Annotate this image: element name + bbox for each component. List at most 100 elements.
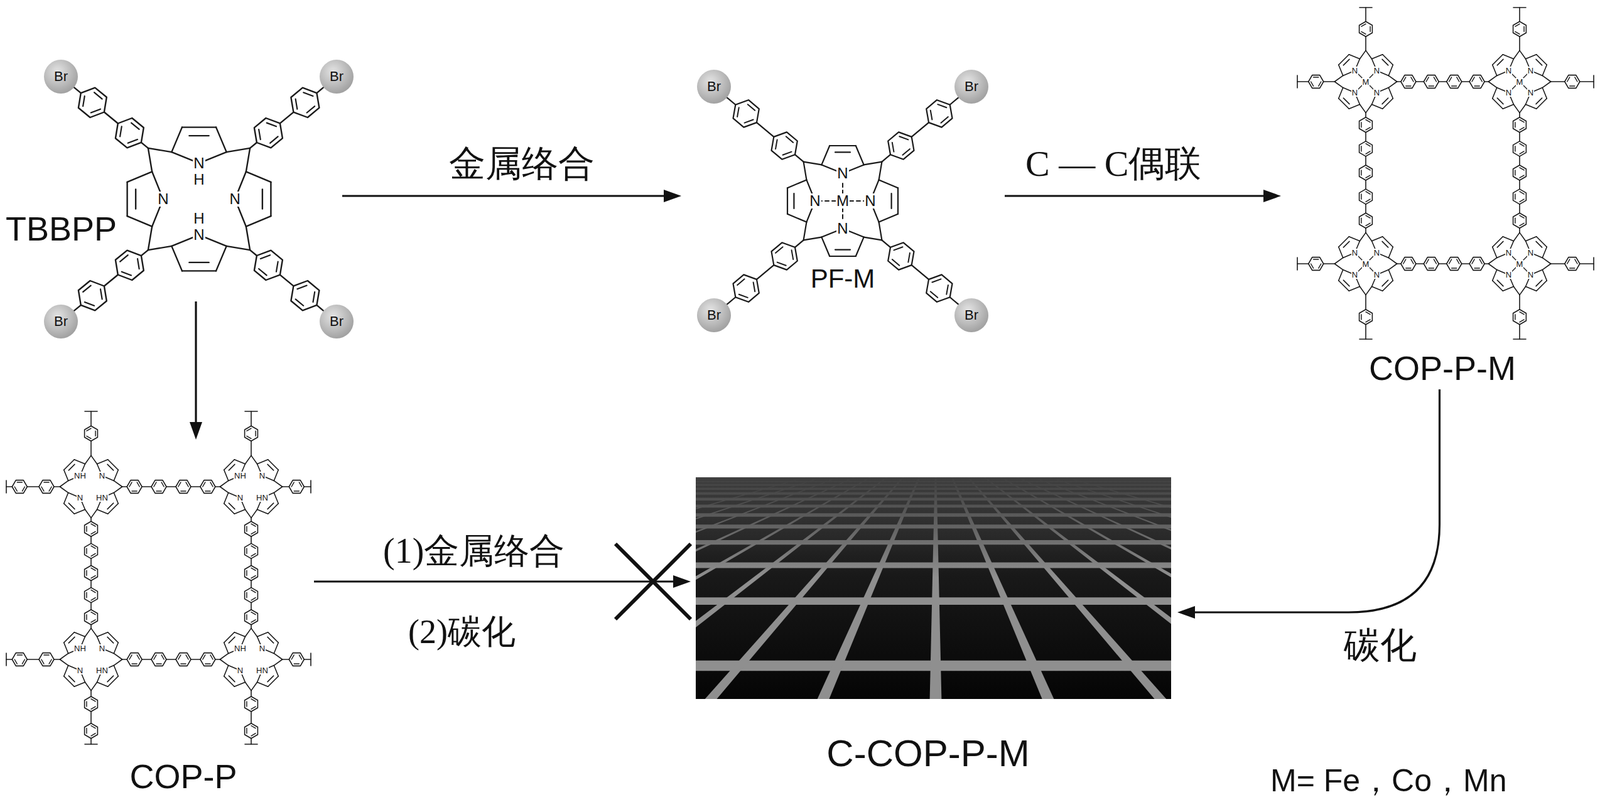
double-bond [747, 104, 755, 111]
bond-line [803, 162, 822, 166]
atom-symbol: H [192, 210, 205, 227]
bond-line [1536, 280, 1548, 292]
atom-symbol: N [1527, 88, 1535, 97]
bond-line [141, 249, 149, 256]
double-bond [312, 291, 315, 303]
phenyl-ring [1359, 141, 1373, 157]
bond-line [250, 580, 252, 588]
bond-line [890, 193, 892, 209]
bond-line [64, 469, 69, 481]
double-bond [1365, 215, 1371, 218]
bond-line [1416, 263, 1424, 265]
double-bond [783, 151, 792, 156]
phenyl-ring [244, 609, 259, 625]
double-bond [1569, 267, 1575, 269]
bromine-ball [319, 59, 354, 94]
bond-line [829, 145, 856, 147]
bond-line [224, 469, 229, 481]
double-bond [307, 106, 316, 113]
double-bond [1519, 191, 1525, 195]
bond-line [1382, 280, 1389, 287]
bond-line [224, 665, 229, 677]
bond-line [268, 503, 279, 515]
atom-symbol: N [1351, 248, 1359, 257]
bond-line [821, 237, 830, 257]
atom-symbol: M [835, 193, 850, 209]
phenyl-ring [1564, 75, 1580, 89]
bond-line [113, 492, 119, 504]
atom-symbol: N [1373, 248, 1381, 257]
phenyl-ring [290, 87, 319, 118]
double-bond [180, 663, 186, 664]
bond-line [141, 658, 152, 660]
bond-line [1365, 50, 1373, 59]
bond-line [1535, 59, 1543, 66]
bond-line [1518, 7, 1521, 22]
double-bond [946, 285, 949, 295]
bond-line [1536, 98, 1548, 110]
bond-line [113, 469, 119, 481]
phenyl-ring [733, 99, 760, 127]
bond-line [1542, 257, 1551, 264]
chain-end-mark [310, 480, 312, 493]
bond-line [267, 636, 274, 644]
atom-symbol: HN [95, 493, 109, 502]
double-bond [91, 567, 96, 571]
phenyl-ring [200, 480, 216, 494]
double-bond [86, 728, 87, 734]
bond-line [727, 297, 736, 304]
bond-line [148, 226, 152, 250]
bond-line [316, 87, 324, 93]
bond-line [1334, 81, 1343, 88]
bond-line [224, 676, 235, 687]
bond-line [1365, 227, 1367, 233]
structure-name: PF-M [810, 263, 876, 294]
bond-line [787, 214, 807, 223]
double-bond [930, 110, 933, 120]
bond-line [1343, 97, 1350, 105]
atom-symbol: M [1362, 77, 1371, 87]
atom-symbol: N [156, 191, 169, 207]
bond-line [303, 486, 311, 488]
chain-end-mark [1296, 75, 1298, 88]
double-bond [1365, 175, 1371, 178]
reaction-arrow [1177, 389, 1440, 619]
double-bond [91, 589, 96, 593]
bond-line [108, 632, 119, 644]
bond-line [148, 246, 172, 250]
double-bond [254, 430, 256, 436]
double-bond [1365, 319, 1371, 323]
bond-line [1497, 280, 1504, 287]
chain-end-mark [1513, 6, 1526, 9]
bond-line [1492, 87, 1498, 99]
double-bond [291, 482, 294, 487]
bond-line [190, 658, 201, 660]
bond-line [1338, 87, 1344, 99]
bond-line [1502, 54, 1514, 60]
bond-line [1388, 270, 1393, 281]
double-bond [94, 92, 103, 99]
bond-line [216, 127, 227, 153]
bond-line [282, 658, 290, 660]
bond-line [786, 187, 789, 215]
double-bond [1519, 151, 1525, 154]
bond-line [108, 503, 119, 515]
double-bond [246, 592, 247, 598]
atom-symbol: N [236, 493, 244, 502]
chain-end-mark [244, 743, 258, 745]
bond-line [267, 502, 274, 510]
double-bond [131, 663, 137, 664]
bond-line [68, 464, 75, 471]
bond-line [250, 738, 252, 745]
chain-end-mark [1296, 257, 1298, 271]
note-text: (2)碳化 [408, 612, 516, 652]
atom-symbol: N [1505, 66, 1513, 75]
bond-line [54, 658, 60, 660]
phenyl-ring [1308, 75, 1324, 89]
double-bond [131, 490, 137, 492]
bond-line [1372, 54, 1383, 60]
bond-line [1438, 81, 1447, 83]
bond-line [113, 653, 122, 660]
bond-line [273, 665, 279, 677]
